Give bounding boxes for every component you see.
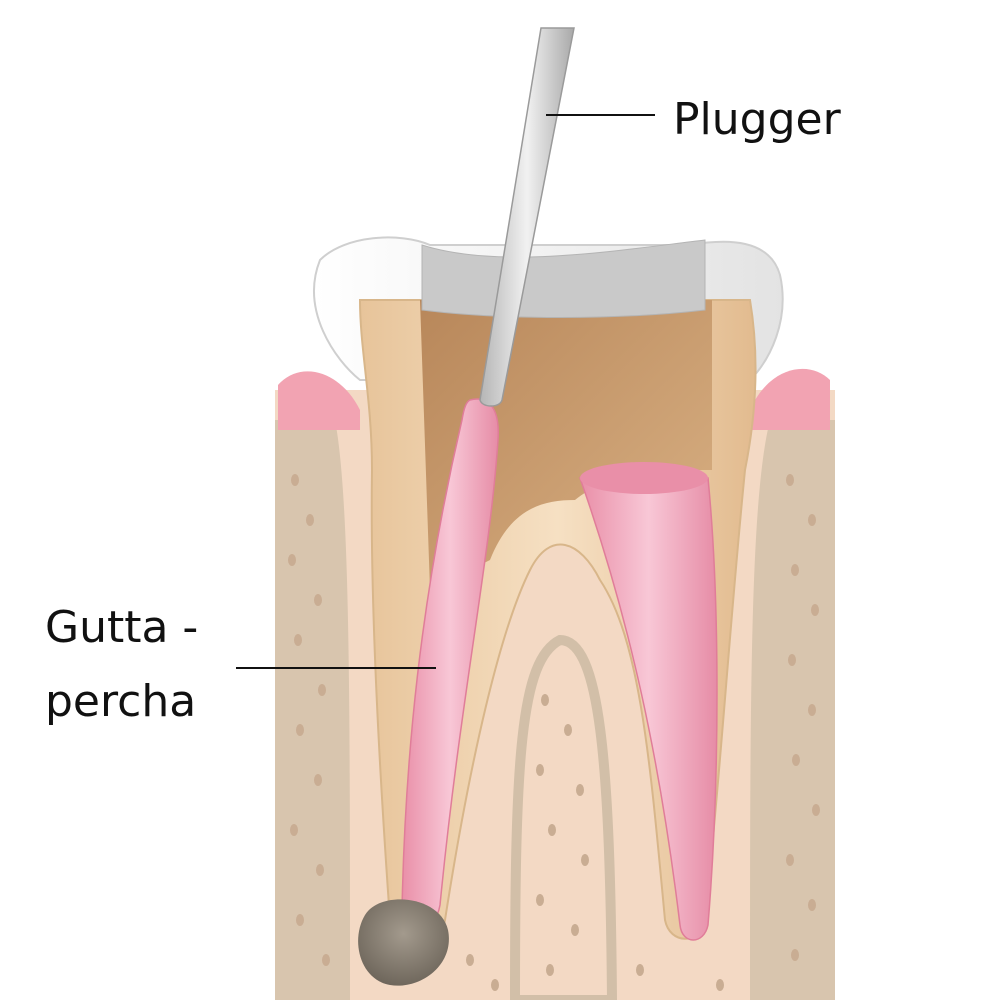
plugger-label: Plugger (673, 94, 842, 145)
gutta-percha-label-line2: percha (45, 676, 196, 727)
periapical-lesion (358, 899, 449, 986)
gutta-percha-label-line1: Gutta - (45, 602, 198, 653)
plugger-instrument (479, 27, 575, 407)
gingiva-right (750, 368, 830, 430)
bone-pores (288, 474, 820, 991)
septum-bone (509, 634, 618, 1000)
gum-tissue-left (275, 420, 350, 1000)
gutta-percha-right (578, 477, 718, 941)
gutta-percha-right-top (580, 462, 708, 494)
gum-tissue-right (750, 420, 835, 1000)
gingiva-left (278, 371, 360, 430)
